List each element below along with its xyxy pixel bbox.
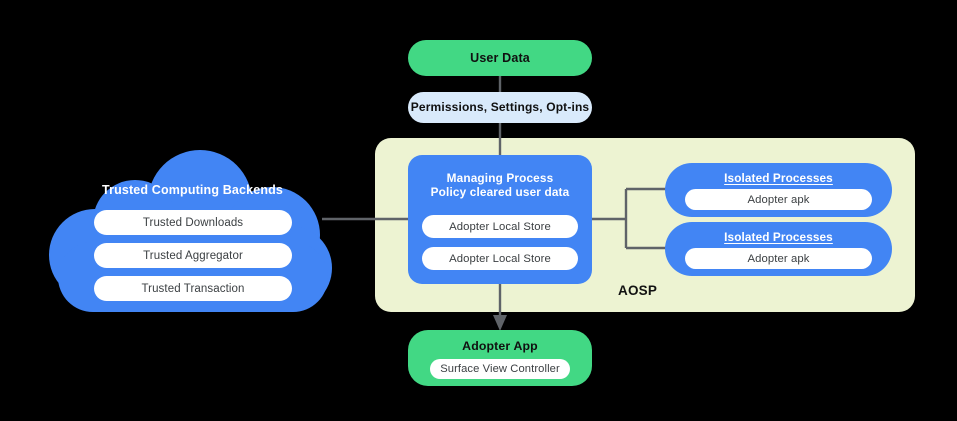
user-data-node[interactable]: User Data <box>408 40 592 76</box>
managing-process-node[interactable]: Managing Process Policy cleared user dat… <box>408 155 592 284</box>
cloud-item-trusted-aggregator[interactable]: Trusted Aggregator <box>94 243 292 268</box>
cloud-item-trusted-transaction[interactable]: Trusted Transaction <box>94 276 292 301</box>
permissions-label: Permissions, Settings, Opt-ins <box>410 100 590 115</box>
cloud-title: Trusted Computing Backends <box>101 183 283 197</box>
isolated-process-node-1[interactable]: Isolated Processes Adopter apk <box>665 163 892 217</box>
adopter-local-store-1[interactable]: Adopter Local Store <box>422 215 578 238</box>
isolated-process-title-2: Isolated Processes <box>724 230 833 244</box>
trusted-computing-backends-cloud: Trusted Computing Backends Trusted Downl… <box>40 150 345 315</box>
permissions-settings-optins-node[interactable]: Permissions, Settings, Opt-ins <box>408 92 592 123</box>
user-data-label: User Data <box>470 50 530 65</box>
isolated-process-title-1: Isolated Processes <box>724 171 833 185</box>
cloud-item-trusted-downloads[interactable]: Trusted Downloads <box>94 210 292 235</box>
isolated-process-node-2[interactable]: Isolated Processes Adopter apk <box>665 222 892 276</box>
adopter-app-node[interactable]: Adopter App Surface View Controller <box>408 330 592 386</box>
managing-process-title-line1: Managing Process <box>446 171 554 185</box>
managing-process-title-line2: Policy cleared user data <box>430 184 570 199</box>
arrowhead-down-icon <box>493 315 507 331</box>
adopter-apk-2[interactable]: Adopter apk <box>685 248 872 269</box>
adopter-local-store-2[interactable]: Adopter Local Store <box>422 247 578 270</box>
adopter-app-title: Adopter App <box>462 339 538 353</box>
surface-view-controller-pill[interactable]: Surface View Controller <box>430 359 570 379</box>
aosp-label: AOSP <box>618 283 658 298</box>
adopter-apk-1[interactable]: Adopter apk <box>685 189 872 210</box>
